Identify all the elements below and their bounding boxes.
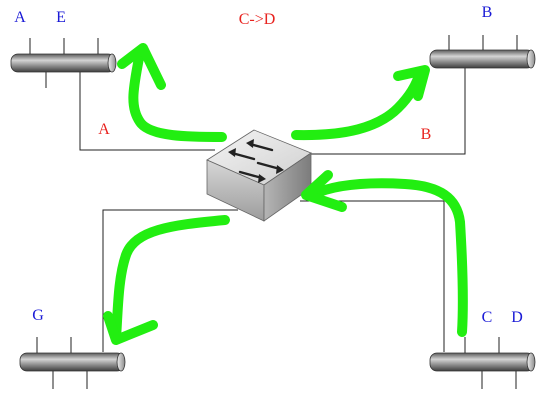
arrow-to-segment-b-head [393, 65, 430, 101]
host-label-a: A [14, 9, 26, 26]
ethernet-bus-icon [429, 337, 536, 389]
arrow-from-segment-cd-head [301, 170, 347, 212]
arrow-to-segment-b [291, 67, 425, 141]
title-label: C->D [239, 11, 276, 28]
wires [79, 67, 466, 352]
arrow-to-segment-a-head [117, 43, 166, 90]
ethernet-bus-icon [19, 337, 126, 389]
traffic-arrows [103, 43, 468, 345]
host-label-c: C [482, 309, 493, 326]
wire-segment-g [102, 209, 238, 352]
ethernet-bus-icon [10, 38, 117, 88]
host-label-b: B [482, 4, 493, 21]
ethernet-bus-icon [429, 35, 536, 69]
wire-segment-a [79, 72, 215, 151]
lan-switch-icon [206, 129, 312, 222]
host-label-g: G [32, 307, 44, 324]
arrow-to-segment-g [111, 215, 230, 343]
wire-segment-b [295, 67, 466, 155]
arrow-from-segment-cd [307, 178, 468, 337]
port-label-a: A [98, 121, 110, 138]
port-label-b: B [421, 126, 432, 143]
arrow-to-segment-g-head [103, 311, 158, 345]
wire-segment-cd [300, 200, 445, 352]
host-label-e: E [56, 9, 66, 26]
arrow-to-segment-a [128, 47, 227, 142]
host-label-d: D [511, 309, 523, 326]
